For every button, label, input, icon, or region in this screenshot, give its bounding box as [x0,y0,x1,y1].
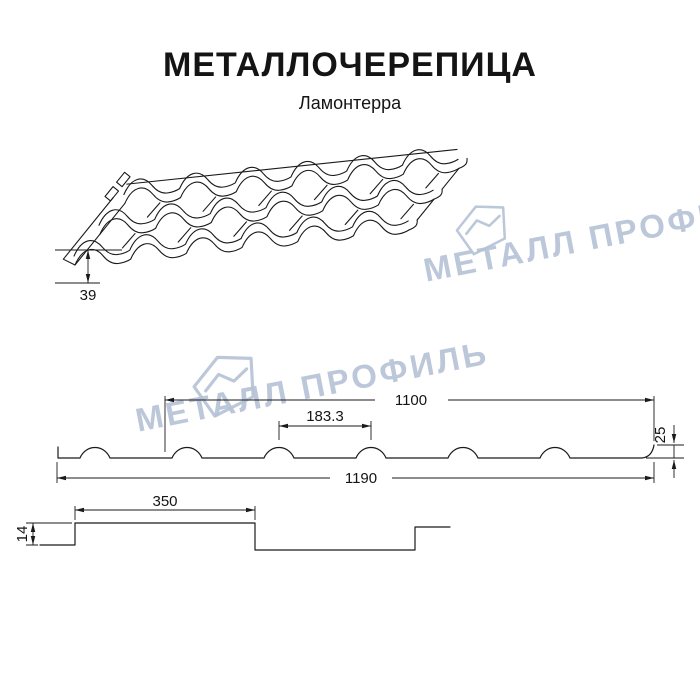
page-subtitle: Ламонтерра [298,93,402,113]
watermark-logo-icon-1 [455,205,507,256]
dimension-25 [646,425,684,478]
cross-section-view [58,445,654,458]
dim-39-label: 39 [80,287,97,304]
dim-1190-label: 1190 [345,470,377,487]
dimension-183 [279,421,371,440]
dim-1100-label: 1100 [395,392,427,409]
dim-183-label: 183.3 [306,408,344,425]
step-profile-view [40,523,450,550]
dimension-1100 [165,396,654,452]
dimension-39 [55,250,122,283]
dim-14-label: 14 [14,526,31,543]
dimension-1190 [57,462,654,483]
dimension-14 [26,523,72,545]
perspective-view [55,137,474,270]
header: МЕТАЛЛОЧЕРЕПИЦА Ламонтерра [0,46,700,114]
dim-350-label: 350 [152,493,177,510]
dimension-350 [75,506,255,520]
watermark-logo-icon-2 [192,355,255,418]
dim-25-label: 25 [652,427,669,444]
page-title: МЕТАЛЛОЧЕРЕПИЦА [163,46,537,84]
